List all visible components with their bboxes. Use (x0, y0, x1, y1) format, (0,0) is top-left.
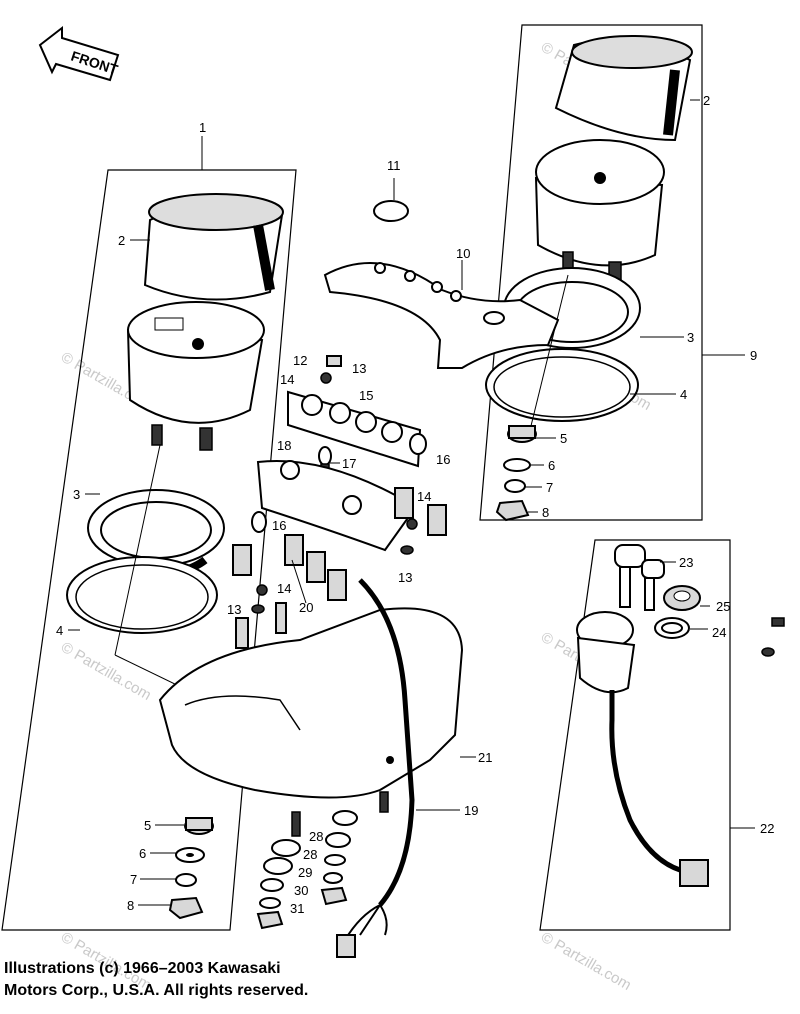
callout-12: 12 (293, 353, 307, 368)
watermark-4: © Partzilla.com (58, 639, 154, 704)
callout-6-right: 6 (548, 458, 555, 473)
callout-25: 25 (716, 599, 730, 614)
washer-13-lower (251, 604, 265, 614)
callout-16-top: 16 (436, 452, 450, 467)
ignition-cap (663, 585, 701, 611)
bulb-socket-16-top (409, 433, 427, 455)
callout-28-b: 28 (303, 847, 317, 862)
mount-washers (259, 854, 346, 909)
callout-5-left: 5 (144, 818, 151, 833)
wire-harness (358, 578, 415, 907)
bulb-socket-cluster (232, 487, 447, 601)
right-gasket (485, 348, 639, 422)
left-nut (168, 896, 204, 920)
ignition-washer (654, 617, 690, 639)
left-grommet (184, 817, 214, 835)
cap (373, 200, 409, 222)
callout-19: 19 (464, 803, 478, 818)
copyright-credit: Illustrations (c) 1966–2003 Kawasaki Mot… (4, 958, 308, 1002)
ignition-assembly-outline (539, 539, 731, 931)
callout-2-left: 2 (118, 233, 125, 248)
callout-9: 9 (750, 348, 757, 363)
callout-22: 22 (760, 821, 774, 836)
credit-line-1: Illustrations (c) 1966–2003 Kawasaki (4, 960, 281, 977)
right-lock-washer (504, 479, 526, 493)
callout-13-top: 13 (352, 361, 366, 376)
terminal-12 (326, 355, 342, 367)
callout-20: 20 (299, 600, 313, 615)
ignition-connector (679, 859, 709, 887)
upper-bracket (323, 262, 560, 369)
callout-14-top: 14 (280, 372, 294, 387)
ignition-cable (609, 690, 681, 873)
callout-30: 30 (294, 883, 308, 898)
callout-7-left: 7 (130, 872, 137, 887)
indicator-light-plate (287, 390, 422, 468)
callout-2-right: 2 (703, 93, 710, 108)
right-grommet (507, 425, 537, 443)
ignition-switch-body (576, 611, 636, 694)
callout-17: 17 (342, 456, 356, 471)
callout-13-right: 13 (398, 570, 412, 585)
callout-4-left: 4 (56, 623, 63, 638)
callout-6-left: 6 (139, 846, 146, 861)
watermark-7: © Partzilla.com (538, 929, 634, 994)
callout-31: 31 (290, 901, 304, 916)
callout-13-lower: 13 (227, 602, 241, 617)
meter-housing (158, 607, 464, 799)
left-lock-washer (175, 873, 197, 887)
callout-8-right: 8 (542, 505, 549, 520)
left-gauge-assembly-outline (1, 169, 297, 931)
mount-nuts (256, 886, 348, 930)
left-gasket (66, 556, 218, 634)
right-nut (495, 499, 530, 522)
screw-14-right (406, 518, 418, 530)
callout-14-lower: 14 (277, 581, 291, 596)
screw-14-top (320, 372, 332, 384)
callout-1: 1 (199, 120, 206, 135)
right-gauge-meter (534, 139, 665, 281)
screw-14-lower (256, 584, 268, 596)
callout-7-right: 7 (546, 480, 553, 495)
right-assembly-axis (529, 274, 569, 431)
callout-16-side: 16 (272, 518, 286, 533)
right-gauge-cover (554, 35, 693, 142)
callout-21: 21 (478, 750, 492, 765)
callout-15: 15 (359, 388, 373, 403)
mount-grommets (263, 810, 358, 875)
callout-28-a: 28 (309, 829, 323, 844)
callout-3-left: 3 (73, 487, 80, 502)
callout-18: 18 (277, 438, 291, 453)
left-gauge-cover (143, 193, 284, 301)
bulb-16-side (251, 511, 267, 533)
callout-23: 23 (679, 555, 693, 570)
left-gauge-meter (126, 301, 265, 451)
callout-11: 11 (387, 158, 401, 173)
front-arrow-icon: FRONT (38, 25, 120, 82)
washer-13-right (400, 545, 414, 555)
right-washer (503, 458, 531, 472)
callout-10: 10 (456, 246, 470, 261)
callout-24: 24 (712, 625, 726, 640)
callout-3-right: 3 (687, 330, 694, 345)
callout-29: 29 (298, 865, 312, 880)
terminal-20 (235, 602, 287, 649)
credit-line-2: Motors Corp., U.S.A. All rights reserved… (4, 982, 309, 999)
mount-stud (291, 791, 389, 837)
wire-connector (336, 934, 356, 958)
callout-numbers: 1 2 2 3 3 4 4 5 5 6 6 7 7 8 8 9 10 11 12… (56, 93, 774, 916)
ignition-screw (761, 617, 785, 657)
callout-4-right: 4 (680, 387, 687, 402)
callout-5-right: 5 (560, 431, 567, 446)
callout-8-left: 8 (127, 898, 134, 913)
left-washer (175, 847, 205, 863)
right-gauge-assembly-outline (479, 24, 703, 521)
ignition-keys (614, 544, 665, 611)
leader-lines (68, 99, 755, 906)
lower-bracket (256, 459, 412, 552)
left-assembly-axis (114, 444, 161, 656)
callout-14-right: 14 (417, 489, 431, 504)
